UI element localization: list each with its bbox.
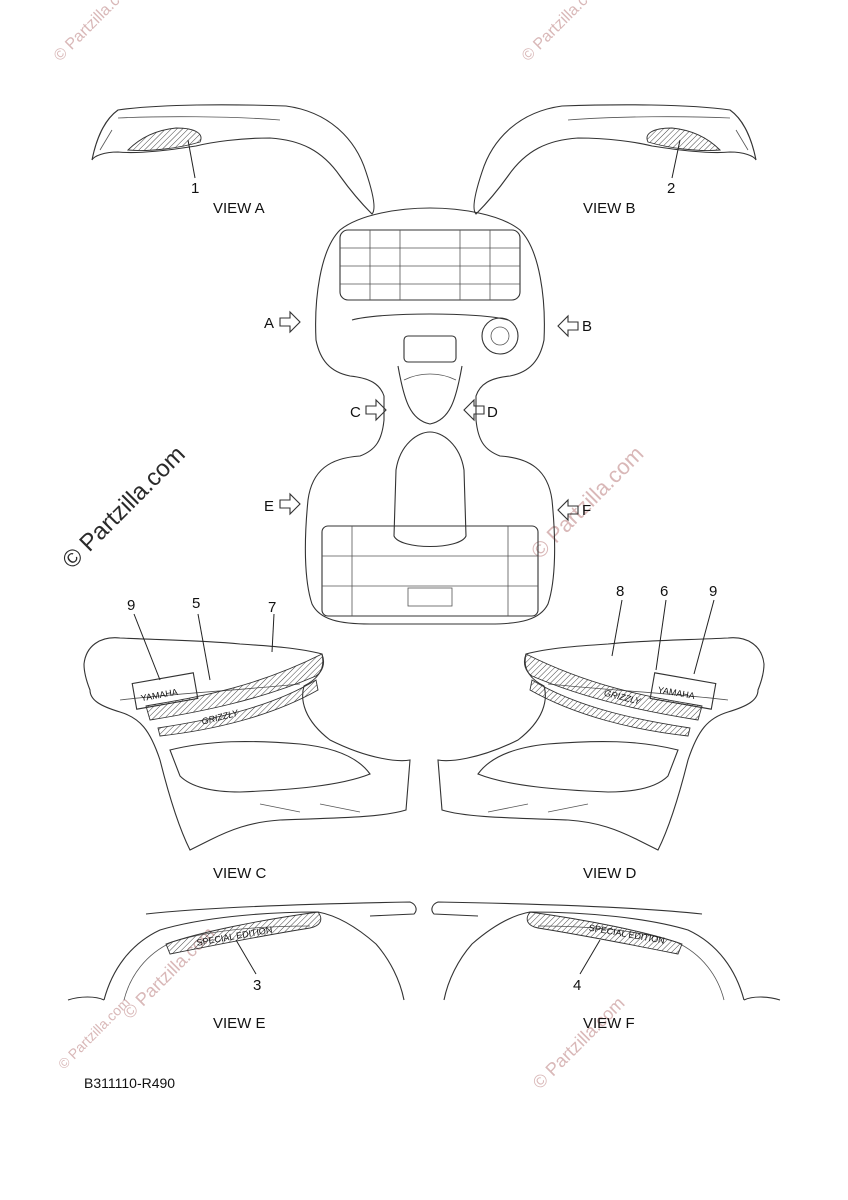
watermark-bottom-left-small: © Partzilla.com [55, 994, 133, 1072]
callout-2: 2 [667, 180, 675, 197]
arrow-d-letter: D [487, 404, 498, 421]
view-e-fender: SPECIAL EDITION [67, 901, 417, 1001]
arrow-a-icon [279, 310, 301, 334]
arrow-e-letter: E [264, 498, 274, 515]
view-b-label: VIEW B [583, 200, 636, 217]
arrow-b-icon [557, 314, 579, 338]
callout-9-left: 9 [127, 597, 135, 614]
arrow-d-icon [463, 398, 485, 422]
arrow-a-letter: A [264, 315, 274, 332]
callout-5: 5 [192, 595, 200, 612]
watermark-main: © Partzilla.com [57, 441, 190, 574]
arrow-b-letter: B [582, 318, 592, 335]
arrow-c-icon [365, 398, 387, 422]
watermark-top-left: © Partzilla.com [51, 0, 139, 65]
view-a-label: VIEW A [213, 200, 265, 217]
callout-9-right: 9 [709, 583, 717, 600]
view-d-panel: YAMAHA GRIZZLY [437, 599, 765, 851]
diagram-code: B311110-R490 [84, 1075, 175, 1091]
arrow-f-icon [557, 498, 579, 522]
view-c-label: VIEW C [213, 865, 267, 882]
callout-6: 6 [660, 583, 668, 600]
view-c-panel: YAMAHA GRIZZLY [83, 613, 411, 851]
callout-1: 1 [191, 180, 199, 197]
arrow-c-letter: C [350, 404, 361, 421]
view-arrows: A B C D E F [264, 310, 592, 522]
arrow-f-letter: F [582, 502, 591, 519]
view-f-label: VIEW F [583, 1015, 635, 1032]
callout-7: 7 [268, 599, 276, 616]
arrow-e-icon [279, 492, 301, 516]
callout-8: 8 [616, 583, 624, 600]
view-a-fender [91, 104, 375, 215]
view-f-fender: SPECIAL EDITION [431, 901, 781, 1001]
watermark-top-right: © Partzilla.com [519, 0, 607, 65]
view-b-fender [473, 104, 757, 215]
watermark-bottom-right: © Partzilla.com [529, 993, 629, 1093]
callout-4: 4 [573, 977, 581, 994]
view-d-label: VIEW D [583, 865, 637, 882]
callout-3: 3 [253, 977, 261, 994]
atv-top-view [304, 207, 556, 625]
view-e-label: VIEW E [213, 1015, 266, 1032]
